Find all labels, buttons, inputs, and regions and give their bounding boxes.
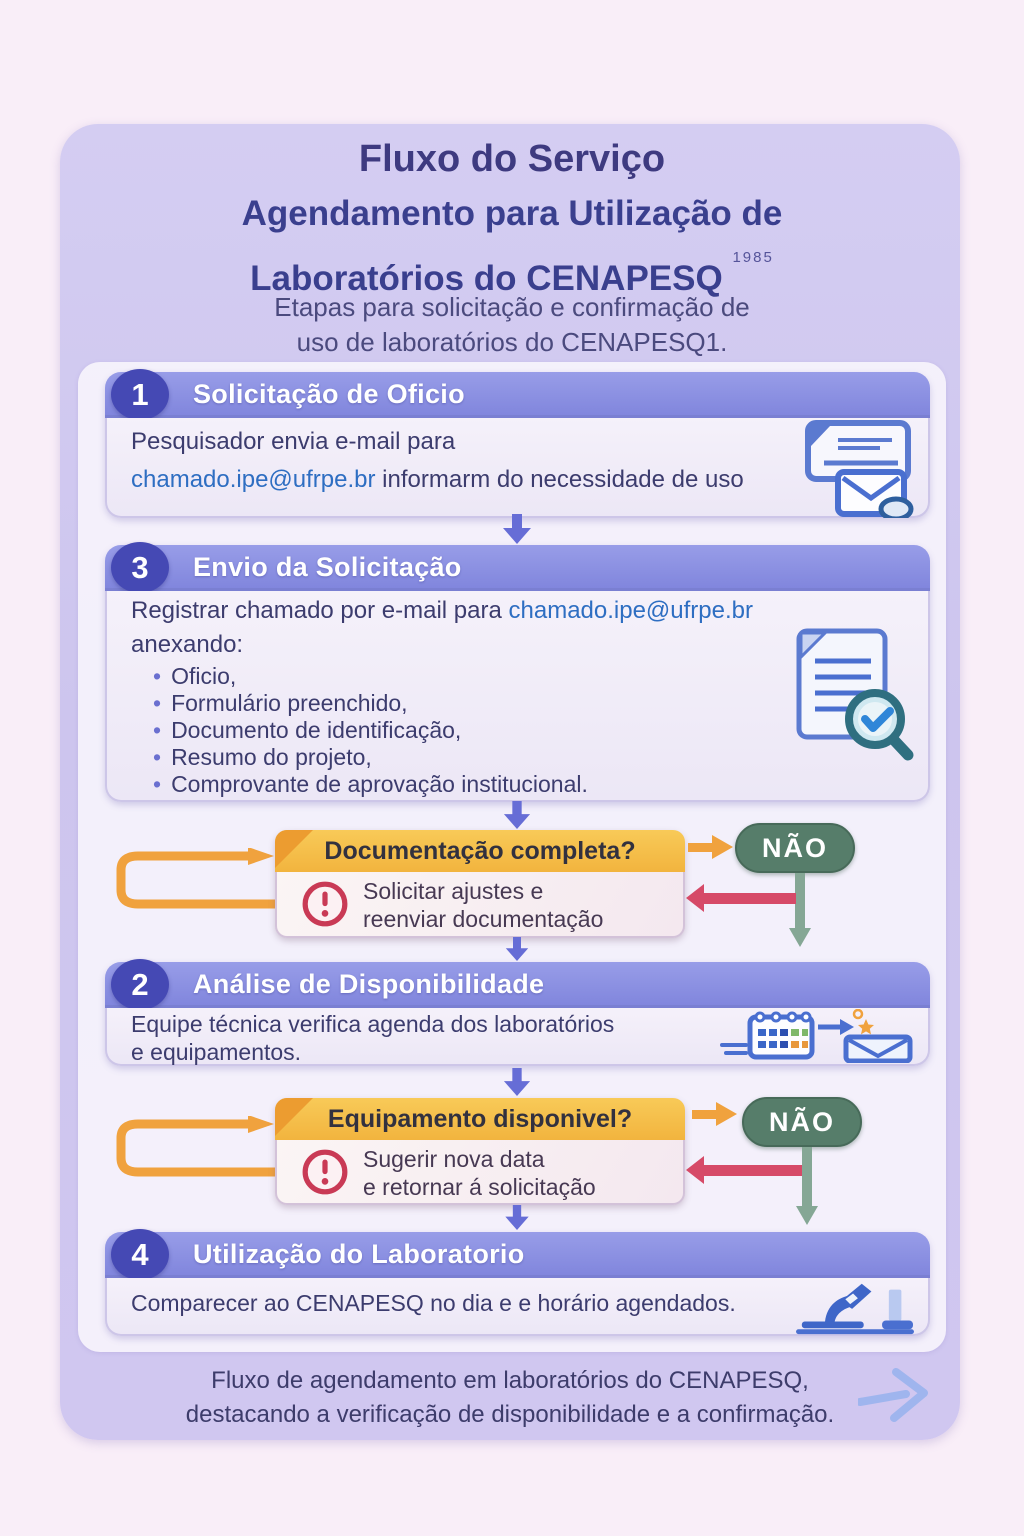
step-1-body: Pesquisador envia e-mail para chamado.ip… bbox=[105, 418, 930, 518]
step-1-text-line2: chamado.ipe@ufrpe.br informarm do necess… bbox=[131, 466, 744, 493]
decision-2-action: Sugerir nova data e retornar á solicitaç… bbox=[275, 1140, 685, 1205]
microscope-icon bbox=[796, 1283, 914, 1335]
flow-down-arrow-icon bbox=[505, 1205, 529, 1230]
decision-1-question: Documentação completa? bbox=[324, 837, 636, 865]
step-1-number-badge: 1 bbox=[111, 369, 169, 420]
decision-equipment-available: Equipamento disponivel? Sugerir nova dat… bbox=[275, 1098, 685, 1205]
step-4-text-line1: Comparecer ao CENAPESQ no dia e e horári… bbox=[131, 1290, 736, 1316]
decision-2-question: Equipamento disponivel? bbox=[327, 1105, 633, 1133]
list-item: Formulário preenchido, bbox=[153, 690, 588, 717]
flow-down-arrow-icon bbox=[503, 514, 531, 544]
step-3-number-badge: 3 bbox=[111, 542, 169, 593]
corner-fold bbox=[275, 830, 313, 868]
attachment-list: Oficio, Formulário preenchido, Documento… bbox=[153, 663, 588, 798]
page-title: Fluxo do Serviço bbox=[358, 138, 666, 180]
step-4-body: Comparecer ao CENAPESQ no dia e e horári… bbox=[105, 1278, 930, 1336]
subtitle-line1: Agendamento para Utilização de bbox=[241, 194, 783, 233]
step-3-body: Registrar chamado por e-mail para chamad… bbox=[105, 591, 930, 802]
step-1-text-line1: Pesquisador envia e-mail para bbox=[131, 428, 456, 455]
list-item: Oficio, bbox=[153, 663, 588, 690]
step-card-4: 4 Utilização do Laboratorio Comparecer a… bbox=[105, 1229, 930, 1336]
reject-left-arrow-icon bbox=[686, 1156, 802, 1184]
warning-icon bbox=[302, 881, 348, 927]
step-3-title: Envio da Solicitação bbox=[193, 552, 462, 582]
no-label: NÃO bbox=[735, 823, 855, 873]
step-1-header: 1 Solicitação de Oficio bbox=[105, 369, 930, 420]
loop-back-arrow-icon bbox=[116, 848, 278, 909]
step-2-number-badge: 2 bbox=[111, 959, 169, 1010]
email-link[interactable]: chamado.ipe@ufrpe.br bbox=[131, 466, 376, 493]
flow-down-arrow-icon bbox=[503, 1068, 531, 1096]
decision-1-action: Solicitar ajustes e reenviar documentaçã… bbox=[275, 872, 685, 938]
step-card-1: 1 Solicitação de Oficio Pesquisador envi… bbox=[105, 369, 930, 518]
no-down-arrow-icon bbox=[796, 1147, 818, 1225]
step-3-text-line1: Registrar chamado por e-mail para chamad… bbox=[131, 597, 754, 624]
caption: Fluxo de agendamento em laboratórios do … bbox=[185, 1367, 835, 1428]
no-branch-arrow-icon bbox=[688, 835, 733, 859]
list-item: Comprovante de aprovação institucional. bbox=[153, 771, 588, 798]
page-description: Etapas para solicitação e confirmação de… bbox=[274, 292, 750, 357]
decision-docs-complete: Documentação completa? Solicitar ajustes… bbox=[275, 830, 685, 938]
decision-2-action-text: Sugerir nova data e retornar á solicitaç… bbox=[363, 1146, 596, 1200]
step-3-header: 3 Envio da Solicitação bbox=[105, 542, 930, 593]
no-label: NÃO bbox=[742, 1097, 862, 1147]
step-3-text-line2: anexando: bbox=[131, 631, 244, 658]
step-1-title: Solicitação de Oficio bbox=[193, 379, 465, 409]
flow-down-arrow-icon bbox=[503, 801, 531, 829]
list-item: Documento de identificação, bbox=[153, 717, 588, 744]
decision-1-header: Documentação completa? bbox=[275, 830, 685, 872]
footer-right-arrow-icon bbox=[858, 1368, 928, 1422]
subtitle-superscript: 1985 bbox=[732, 249, 774, 266]
step-4-header: 4 Utilização do Laboratorio bbox=[105, 1229, 930, 1280]
step-card-3: 3 Envio da Solicitação Registrar chamado… bbox=[105, 542, 930, 802]
step-2-body: Equipe técnica verifica agenda dos labor… bbox=[105, 1008, 930, 1066]
step-2-header: 2 Análise de Disponibilidade bbox=[105, 959, 930, 1010]
document-envelope-icon bbox=[805, 420, 914, 518]
no-down-arrow-icon bbox=[789, 873, 811, 947]
step-4-title: Utilização do Laboratorio bbox=[193, 1239, 525, 1269]
flow-down-arrow-icon bbox=[505, 937, 529, 961]
step-4-number-badge: 4 bbox=[111, 1229, 169, 1280]
calendar-mail-icon bbox=[720, 1009, 913, 1063]
decision-2-header: Equipamento disponivel? bbox=[275, 1098, 685, 1140]
list-item: Resumo do projeto, bbox=[153, 744, 588, 771]
decision-1-action-text: Solicitar ajustes e reenviar documentaçã… bbox=[363, 878, 604, 932]
reject-left-arrow-icon bbox=[686, 884, 796, 912]
no-branch-arrow-icon bbox=[692, 1102, 737, 1126]
page-subtitle: Agendamento para Utilização de Laboratór… bbox=[0, 192, 1024, 301]
document-check-magnifier-icon bbox=[796, 628, 914, 761]
step-2-text-line1: Equipe técnica verifica agenda dos labor… bbox=[131, 1011, 615, 1037]
loop-back-arrow-icon bbox=[116, 1116, 278, 1177]
step-2-text-line2: e equipamentos. bbox=[131, 1039, 302, 1065]
subtitle-line2: Laboratórios do CENAPESQ bbox=[250, 259, 723, 298]
step-card-2: 2 Análise de Disponibilidade Equipe técn… bbox=[105, 959, 930, 1066]
step-2-title: Análise de Disponibilidade bbox=[193, 969, 545, 999]
corner-fold bbox=[275, 1098, 313, 1136]
warning-icon bbox=[302, 1149, 348, 1195]
email-link[interactable]: chamado.ipe@ufrpe.br bbox=[508, 597, 754, 624]
